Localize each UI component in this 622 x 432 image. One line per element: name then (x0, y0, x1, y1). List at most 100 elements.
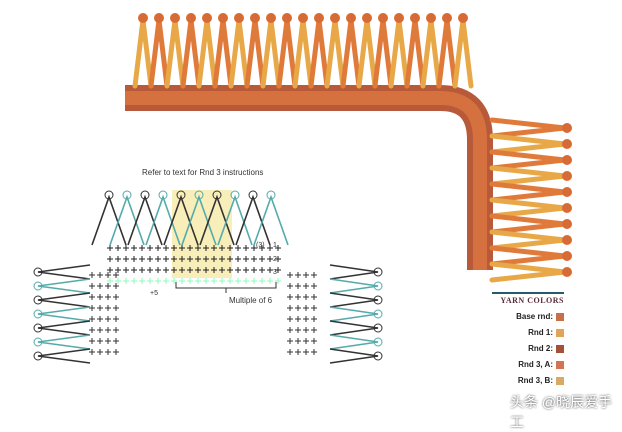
stitch-cross (259, 256, 265, 262)
picot (562, 235, 572, 245)
stitch-cross (89, 272, 95, 278)
stitch-cross (195, 267, 201, 273)
stitch-cross (107, 278, 113, 284)
stitch-cross (287, 283, 293, 289)
picot (562, 267, 572, 277)
stitch-cross (147, 278, 153, 284)
stitch-cross (287, 349, 293, 355)
stitch-cross (251, 278, 257, 284)
picot (266, 13, 276, 23)
stitch-cross (259, 245, 265, 251)
stitch-cross (179, 267, 185, 273)
stitch-cross (89, 294, 95, 300)
picot (362, 13, 372, 23)
stitch-cross (235, 245, 241, 251)
picot (562, 139, 572, 149)
stitch-cross (203, 267, 209, 273)
stitch-cross (113, 272, 119, 278)
stitch-cross (227, 267, 233, 273)
stitch-cross (311, 272, 317, 278)
row-label-2: 2 (273, 256, 277, 263)
stitch-cross (115, 245, 121, 251)
stitch-cross (105, 338, 111, 344)
stitch-cross (139, 245, 145, 251)
chain-loop (199, 194, 235, 246)
stitch-cross (267, 256, 273, 262)
stitch-cross (219, 245, 225, 251)
stitch-cross (89, 283, 95, 289)
stitch-cross (311, 294, 317, 300)
stitch-cross (195, 278, 201, 284)
picot (250, 13, 260, 23)
chain-loop (37, 348, 91, 364)
stitch-cross (287, 305, 293, 311)
legend-label: Rnd 2: (528, 344, 553, 353)
picot (562, 203, 572, 213)
stitch-cross (139, 256, 145, 262)
stitch-cross (171, 256, 177, 262)
chain-loop (127, 194, 163, 246)
chain-loop (37, 292, 91, 308)
picot (202, 13, 212, 23)
legend-label: Rnd 1: (528, 328, 553, 337)
stitch-cross (219, 256, 225, 262)
stitch-cross (131, 256, 137, 262)
stitch-cross (113, 327, 119, 333)
chain-loop (329, 334, 379, 350)
picot (186, 13, 196, 23)
picot-symbol (373, 337, 383, 347)
stitch-cross (139, 278, 145, 284)
stitch-cross (295, 338, 301, 344)
stitch-cross (113, 283, 119, 289)
multiple-bracket (175, 282, 277, 293)
legend-title: YARN COLORS (492, 292, 564, 305)
legend-label: Rnd 3, B: (517, 376, 553, 385)
stitch-cross (211, 256, 217, 262)
stitch-cross (105, 294, 111, 300)
stitch-cross (295, 327, 301, 333)
legend-item: Rnd 1: (492, 328, 564, 337)
stitch-cross (105, 305, 111, 311)
stitch-cross (303, 305, 309, 311)
stitch-cross (123, 278, 129, 284)
stitch-cross (131, 267, 137, 273)
stitch-cross (163, 278, 169, 284)
stitch-cross (275, 256, 281, 262)
picot (458, 13, 468, 23)
legend-item: Rnd 2: (492, 344, 564, 353)
picot (410, 13, 420, 23)
legend-label: Base rnd: (516, 312, 553, 321)
stitch-cross (107, 256, 113, 262)
stitch-cross (187, 256, 193, 262)
stitch-cross (97, 272, 103, 278)
stitch-cross (147, 256, 153, 262)
stitch-cross (251, 256, 257, 262)
stitch-cross (147, 267, 153, 273)
picot (298, 13, 308, 23)
stitch-cross (275, 278, 281, 284)
chain-loop (91, 194, 127, 246)
chain-loop (329, 292, 379, 308)
stitch-chart (33, 190, 383, 364)
stitch-cross (97, 338, 103, 344)
multiple-label: Multiple of 6 (229, 296, 273, 305)
stitch-cross (267, 267, 273, 273)
chain-loop (329, 264, 379, 280)
chain-loop (329, 278, 379, 294)
picot (282, 13, 292, 23)
row-label-3: 3 (273, 269, 277, 276)
stitch-cross (311, 349, 317, 355)
stitch-cross (179, 278, 185, 284)
chain-loop (37, 334, 91, 350)
picot-symbol (104, 190, 114, 200)
picot (346, 13, 356, 23)
stitch-cross (203, 245, 209, 251)
chain-loop (181, 194, 217, 246)
stitch-cross (113, 349, 119, 355)
picot-symbol (373, 323, 383, 333)
stitch-cross (303, 338, 309, 344)
chain-loop (145, 194, 181, 246)
stitch-cross (155, 245, 161, 251)
stitch-cross (275, 245, 281, 251)
stitch-cross (211, 267, 217, 273)
